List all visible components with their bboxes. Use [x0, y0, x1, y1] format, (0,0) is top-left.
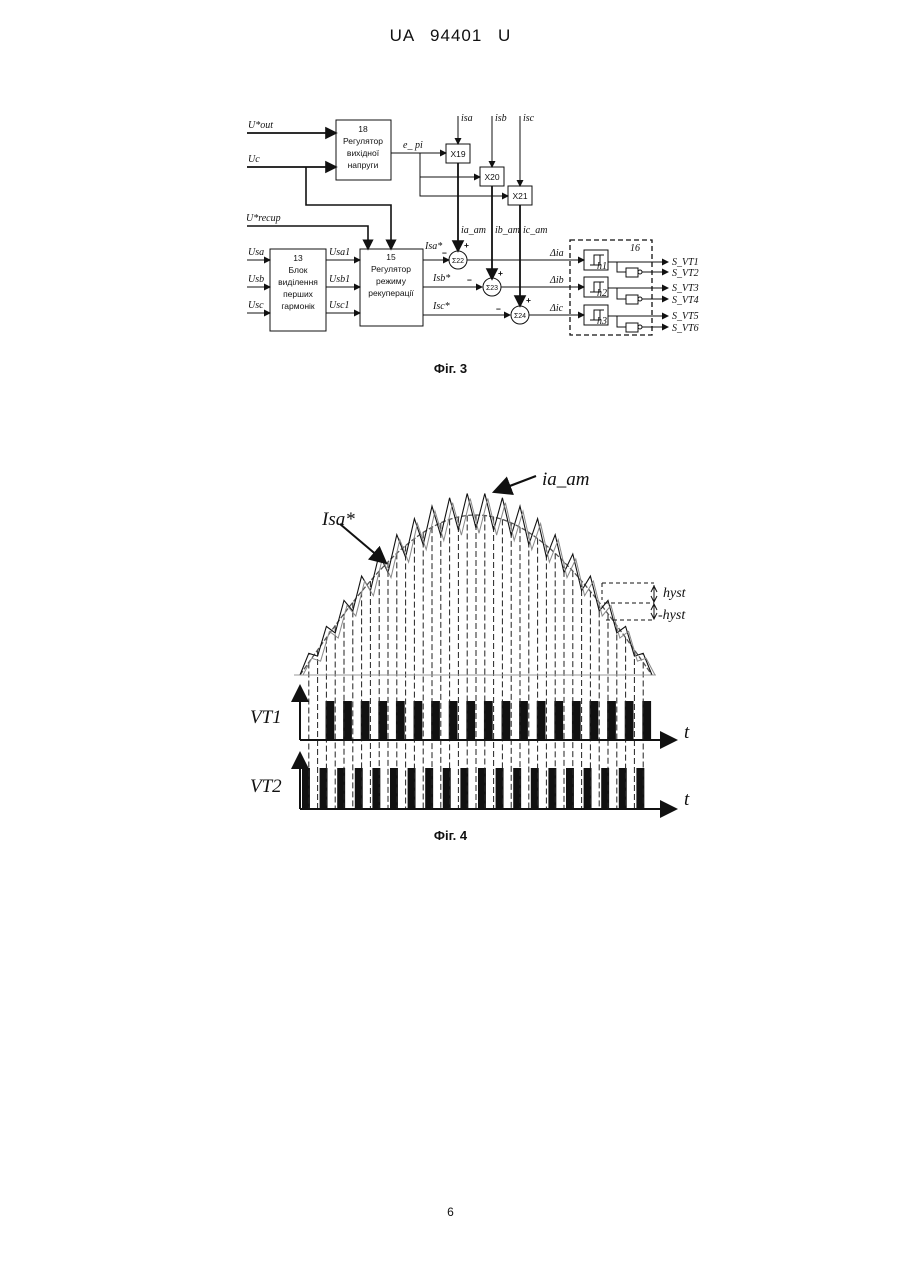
label-t-vt1: t [684, 722, 690, 743]
label-isc: isc [523, 113, 535, 124]
sum22-label: Σ22 [452, 258, 464, 265]
block15-line1: Регулятор [371, 264, 411, 274]
block15-line2: режиму [376, 276, 407, 286]
label-usb1: Usb1 [329, 274, 350, 285]
block15-number: 15 [386, 252, 396, 262]
input-usb: Usb [248, 274, 264, 285]
label-isc-ref: Isc* [432, 301, 450, 312]
block18-line3: напруги [348, 160, 379, 170]
output-s-vt5: S_VT5 [672, 311, 699, 322]
label-ic-am: ic_am [523, 225, 547, 236]
sum23-label: Σ23 [486, 285, 498, 292]
figure-3-block-diagram: + − + − + − U*out Uc U*recup Usa Usb Usc is… [0, 0, 901, 360]
output-s-vt2: S_VT2 [672, 268, 699, 279]
svg-text:+: + [464, 240, 469, 250]
label-hyst-plus: hyst [663, 586, 687, 601]
label-usc1: Usc1 [329, 300, 350, 311]
block13-line2: виділення [278, 277, 318, 287]
label-h1: h1 [597, 261, 607, 272]
input-usa: Usa [248, 247, 264, 258]
block18-number: 18 [358, 124, 368, 134]
input-usc: Usc [248, 300, 264, 311]
block18-line2: вихідної [347, 148, 380, 158]
block13-line4: гармонік [281, 301, 315, 311]
vt2-pulses [302, 768, 644, 809]
page-number: 6 [0, 1205, 901, 1219]
label-vt2: VT2 [250, 776, 282, 797]
label-t-vt2: t [684, 789, 690, 810]
label-isb: isb [495, 113, 507, 124]
label-delta-ic: Δic [549, 303, 564, 314]
vt1-pulses [326, 701, 652, 740]
block13-line1: Блок [289, 265, 308, 275]
mult-x20: X20 [484, 172, 499, 182]
label-usa1: Usa1 [329, 247, 350, 258]
label-isa: isa [461, 113, 473, 124]
mult-x19: X19 [450, 149, 465, 159]
label-isa-ref: Isa* [321, 509, 355, 530]
label-ib-am: ib_am [495, 225, 520, 236]
label-h3: h3 [597, 316, 607, 327]
svg-text:+: + [498, 268, 503, 278]
input-u-recup: U*recup [246, 213, 281, 224]
label-ia-am: ia_am [461, 225, 486, 236]
svg-text:+: + [526, 295, 531, 305]
label-e-pi: e_ pi [403, 140, 423, 151]
figure-3-caption: Фіг. 3 [0, 361, 901, 376]
svg-text:−: − [442, 248, 447, 258]
label-delta-ib: Δib [549, 275, 564, 286]
label-isa-ref: Isa* [424, 241, 442, 252]
output-s-vt6: S_VT6 [672, 323, 699, 334]
label-block16: 16 [630, 243, 640, 254]
label-ia-am: ia_am [542, 469, 590, 490]
svg-text:−: − [467, 275, 472, 285]
input-uc: Uc [248, 154, 260, 165]
label-h2: h2 [597, 288, 607, 299]
block18-line1: Регулятор [343, 136, 383, 146]
output-s-vt4: S_VT4 [672, 295, 699, 306]
label-delta-ia: Δia [549, 248, 564, 259]
svg-text:−: − [496, 304, 501, 314]
figure-4-caption: Фіг. 4 [0, 828, 901, 843]
output-s-vt1: S_VT1 [672, 257, 699, 268]
switching-guides [309, 515, 643, 809]
input-u-out: U*out [248, 120, 273, 131]
block13-line3: перших [283, 289, 314, 299]
output-s-vt3: S_VT3 [672, 283, 699, 294]
block13-number: 13 [293, 253, 303, 263]
label-vt1: VT1 [250, 707, 282, 728]
sum24-label: Σ24 [514, 313, 526, 320]
mult-x21: X21 [512, 191, 527, 201]
figure-4-waveforms: Isa* ia_am hyst -hyst VT1 VT2 t t [0, 440, 901, 870]
label-isb-ref: Isb* [432, 273, 450, 284]
label-hyst-minus: -hyst [658, 608, 686, 623]
block15-line3: рекуперації [368, 288, 414, 298]
